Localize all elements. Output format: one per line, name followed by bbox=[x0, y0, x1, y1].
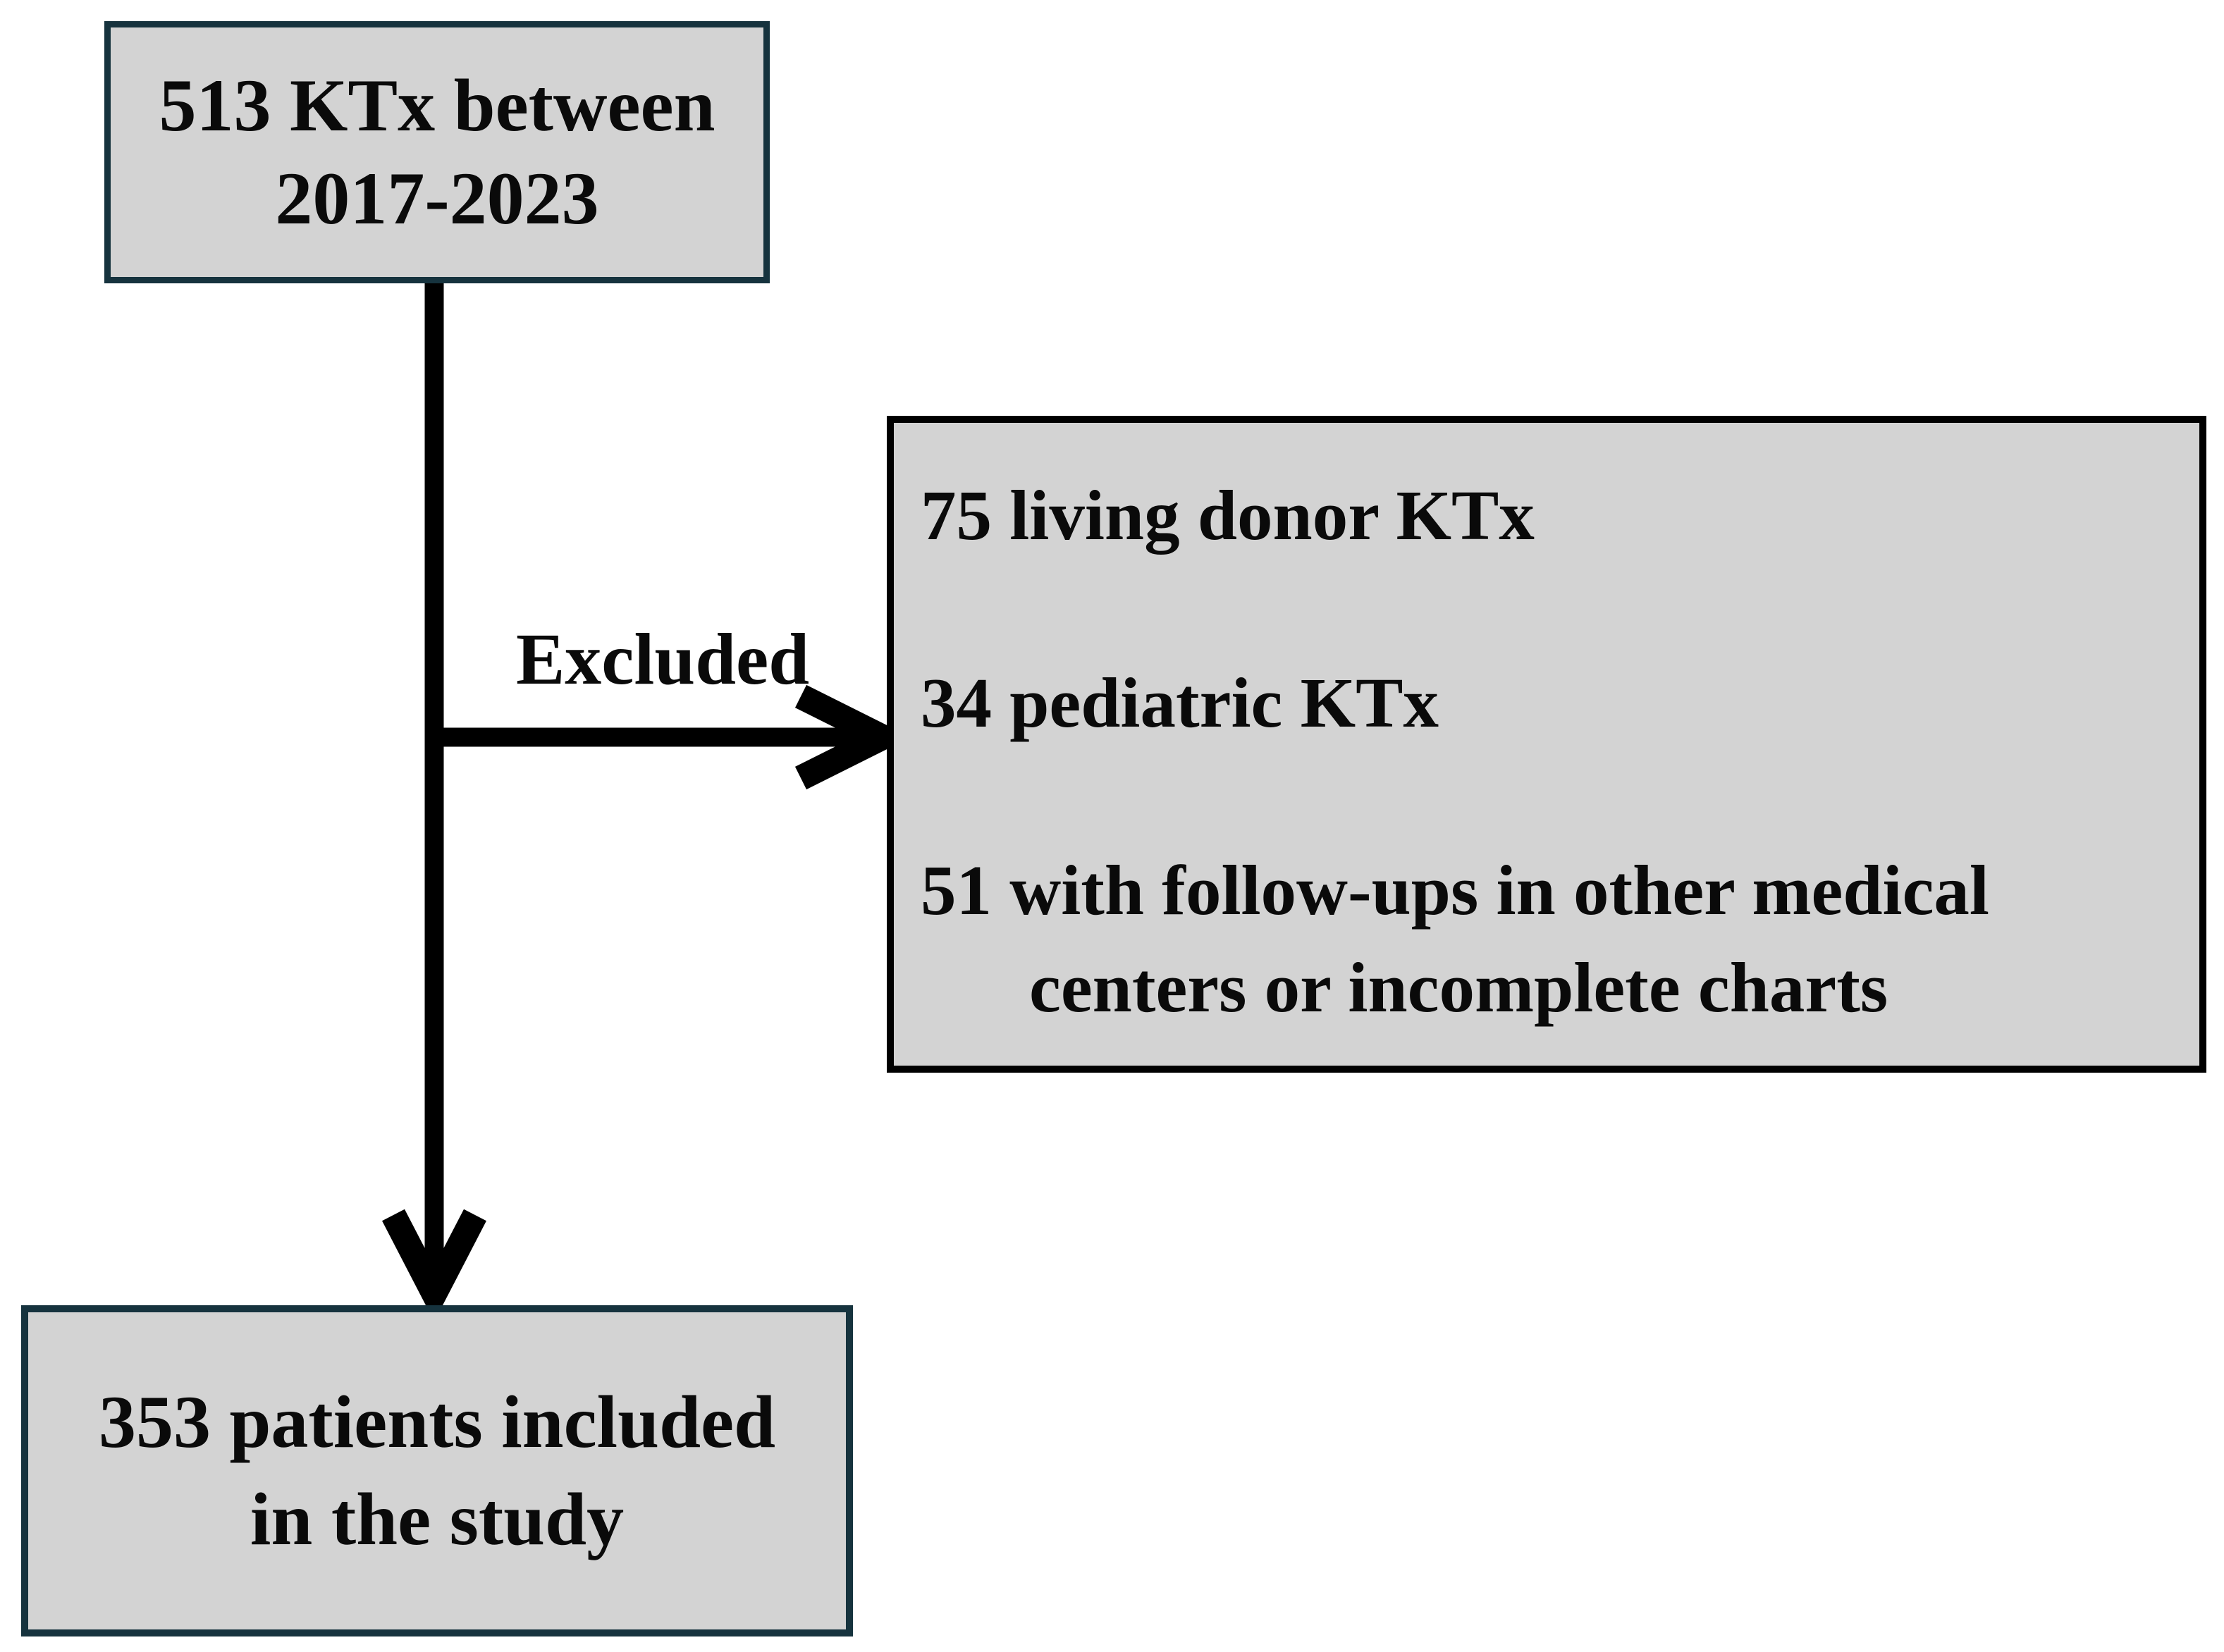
excluded-item-line: 51 with follow-ups in other medical bbox=[921, 851, 1989, 930]
excluded-item-living-donor: 75 living donor KTx bbox=[921, 467, 2185, 564]
excluded-item-followups: 51 with follow-ups in other medical cent… bbox=[921, 842, 2185, 1036]
right-arrowhead-icon bbox=[794, 684, 911, 790]
node-total-ktx-line1: 513 KTx between bbox=[159, 64, 715, 147]
excluded-item-pediatric: 34 pediatric KTx bbox=[921, 654, 2185, 751]
node-total-ktx: 513 KTx between 2017-2023 bbox=[104, 21, 770, 283]
node-total-ktx-line2: 2017-2023 bbox=[275, 157, 599, 240]
down-arrowhead-icon bbox=[382, 1209, 486, 1322]
excluded-item-line: 34 pediatric KTx bbox=[921, 663, 1439, 742]
node-included-line1: 353 patients included bbox=[98, 1381, 776, 1463]
excluded-item-line-wrap: centers or incomplete charts bbox=[1029, 948, 1888, 1027]
node-included: 353 patients included in the study bbox=[21, 1305, 853, 1636]
node-included-line2: in the study bbox=[250, 1478, 625, 1560]
node-excluded: 75 living donor KTx 34 pediatric KTx 51 … bbox=[887, 416, 2206, 1073]
excluded-label: Excluded bbox=[515, 619, 810, 700]
excluded-item-line: 75 living donor KTx bbox=[921, 476, 1535, 555]
